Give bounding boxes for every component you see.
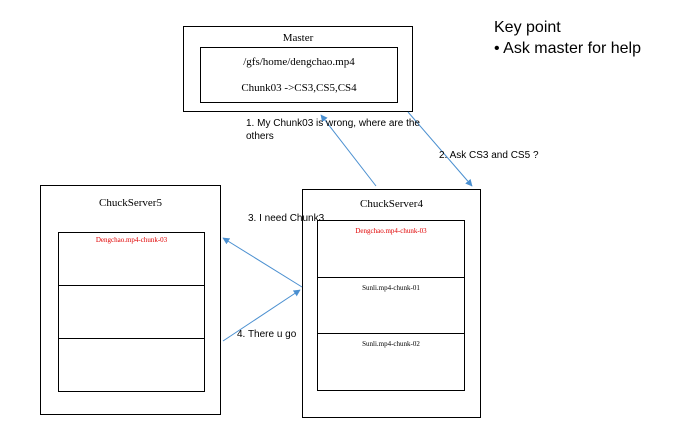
chunk-label: Dengchao.mp4-chunk-03 <box>95 236 168 244</box>
step2-label: 2. Ask CS3 and CS5 ? <box>439 150 539 161</box>
master-chunk-mapping: Chunk03 ->CS3,CS5,CS4 <box>241 82 357 94</box>
chunk-label: Dengchao.mp4-chunk-03 <box>355 227 427 235</box>
chunkserver5-chunk-slot: Dengchao.mp4-chunk-03 <box>58 232 205 286</box>
chunkserver5-node: ChuckServer5 Dengchao.mp4-chunk-03 <box>40 185 221 415</box>
chunkserver5-title: ChuckServer5 <box>99 197 162 209</box>
step1-label-cont: others <box>246 131 274 142</box>
master-file-path: /gfs/home/dengchao.mp4 <box>243 56 355 68</box>
chunk-label: Sunli.mp4-chunk-01 <box>362 284 420 292</box>
arrow-step3 <box>222 237 303 288</box>
step1-label: 1. My Chunk03 is wrong, where are the <box>246 118 420 129</box>
chunkserver4-chunk-slot: Dengchao.mp4-chunk-03 <box>317 220 465 278</box>
master-node: Master /gfs/home/dengchao.mp4 Chunk03 ->… <box>183 26 413 112</box>
key-point-bullet: • Ask master for help <box>494 40 641 57</box>
arrow-step4 <box>222 289 301 342</box>
chunkserver4-chunk-slot: Sunli.mp4-chunk-01 <box>317 277 465 334</box>
chunkserver4-node: ChuckServer4 Dengchao.mp4-chunk-03 Sunli… <box>302 189 481 418</box>
chunkserver4-title: ChuckServer4 <box>360 198 423 210</box>
chunk-label: Sunli.mp4-chunk-02 <box>362 340 420 348</box>
chunkserver5-chunk-slot <box>58 338 205 392</box>
chunkserver5-chunk-slot <box>58 285 205 339</box>
step4-label: 4. There u go <box>237 329 297 340</box>
master-metadata-box: /gfs/home/dengchao.mp4 Chunk03 ->CS3,CS5… <box>200 47 398 103</box>
arrow-step2 <box>407 111 473 187</box>
step3-label: 3. I need Chunk3 <box>248 213 325 224</box>
master-title: Master <box>282 32 314 44</box>
arrow-step1 <box>320 114 377 187</box>
chunkserver4-chunk-slot: Sunli.mp4-chunk-02 <box>317 333 465 391</box>
key-point-heading: Key point <box>494 19 561 36</box>
